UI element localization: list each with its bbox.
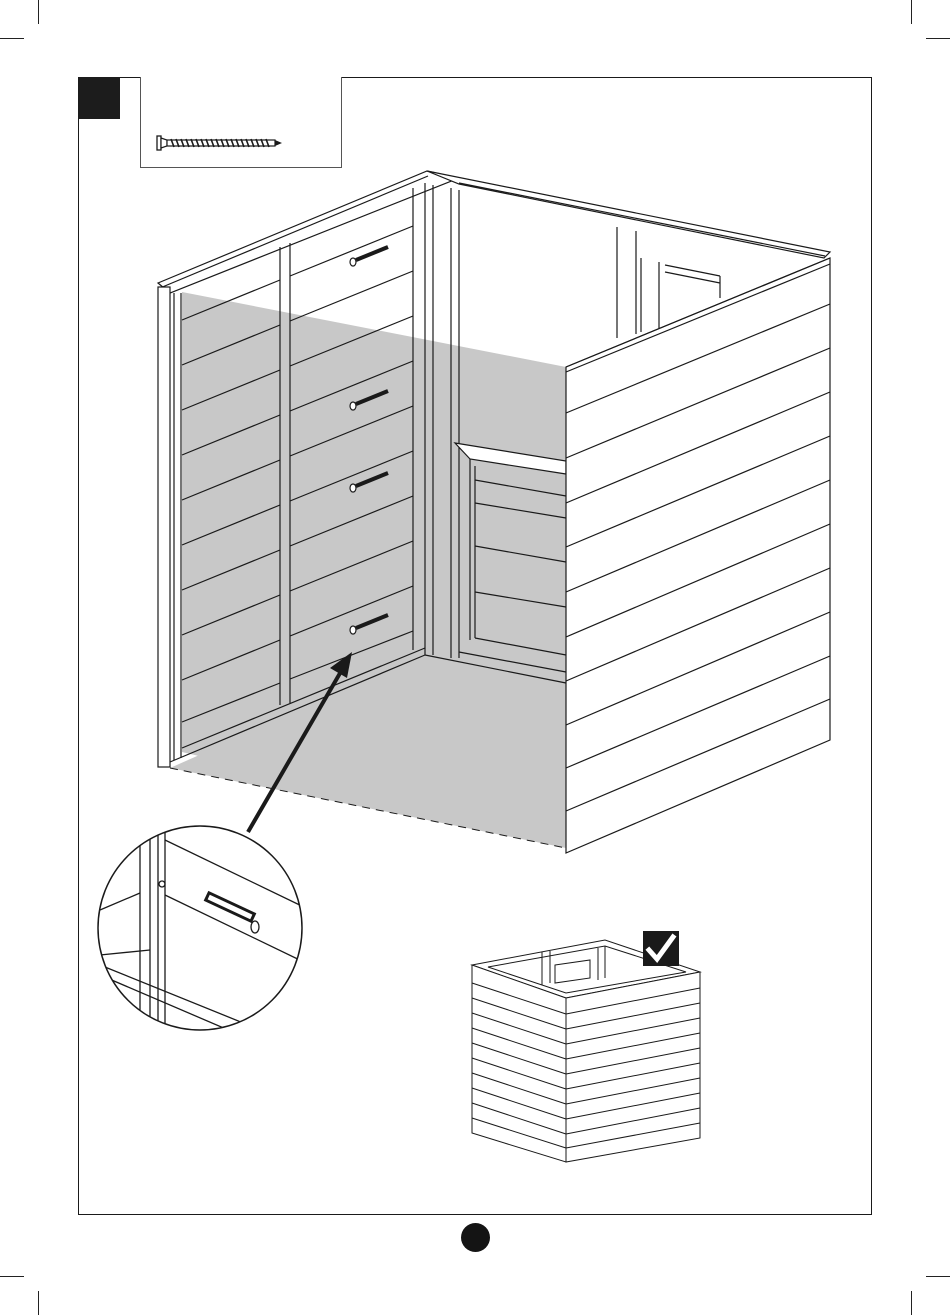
checkmark-icon bbox=[643, 931, 679, 966]
front-right-wall bbox=[566, 258, 830, 853]
magnified-screw-detail bbox=[98, 826, 310, 1065]
page-number-badge bbox=[461, 1223, 490, 1252]
completed-shed-thumbnail bbox=[472, 940, 700, 1162]
